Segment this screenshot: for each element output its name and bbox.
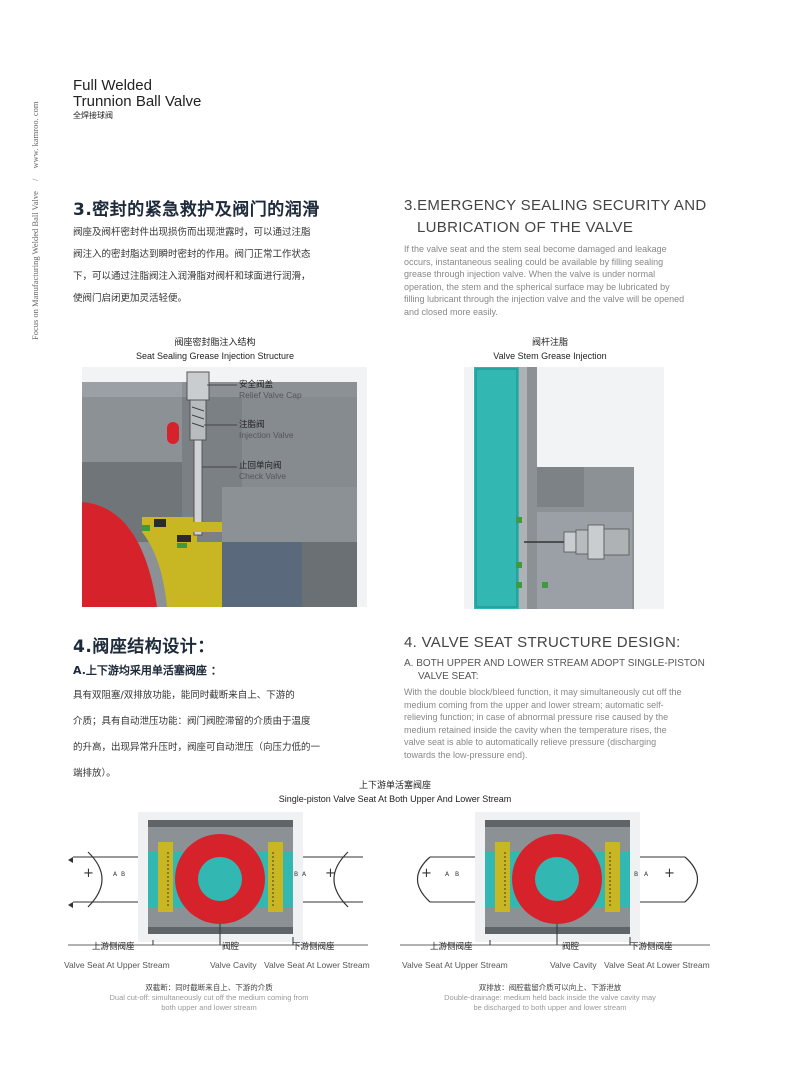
sec3-cn-line: 使阀门启闭更加灵活轻便。 — [73, 293, 188, 304]
label-cavity: 阀腔 — [222, 942, 240, 952]
double-drainage-diagram — [400, 812, 710, 946]
dim-b: B — [634, 871, 639, 878]
sec3-cn-line: 阀座及阀杆密封件出现损伤而出现泄露时，可以通过注脂 — [73, 227, 311, 238]
side-url: www. kamroo. com — [30, 101, 40, 169]
label-lower-seat-en: Valve Seat At Lower Stream — [264, 960, 370, 970]
sec3-cn-title: 3.密封的紧急救护及阀门的润滑 — [73, 200, 320, 220]
sec3-en-line: filling lubricant through the injection … — [404, 294, 685, 304]
label-lower-seat: 下游侧阀座 — [630, 942, 673, 952]
dim-a: A — [302, 871, 307, 878]
sec3-en-line: If the valve seat and the stem seal beco… — [404, 244, 667, 254]
side-tagline: Focus on Manufacturing Welded Ball Valve… — [30, 70, 46, 341]
label-cavity-en: Valve Cavity — [550, 960, 597, 970]
sec4-cn-sub: A.上下游均采用单活塞阀座 ： — [73, 664, 222, 677]
fig1-label-check-valve: 止回单向阀 Check Valve — [239, 461, 287, 481]
side-tagline-text: Focus on Manufacturing Welded Ball Valve — [30, 191, 40, 340]
dim-a: A — [113, 871, 118, 878]
sec3-en-title-2: LUBRICATION OF THE VALVE — [417, 219, 634, 236]
fig1-caption: 阀座密封脂注入结构 Seat Sealing Grease Injection … — [70, 337, 360, 363]
brand-block: Full Welded Trunnion Ball Valve 全焊接球阀 — [73, 78, 201, 121]
sec4-cn-line: 具有双阻塞/双排放功能，能同时截断来自上、下游的 — [73, 690, 295, 701]
brand-line2: Trunnion Ball Valve — [73, 93, 202, 110]
label-cavity: 阀腔 — [562, 942, 580, 952]
fig1-caption-cn: 阀座密封脂注入结构 — [174, 338, 256, 348]
fig1-label-injection-valve: 注脂阀 Injection Valve — [239, 420, 294, 440]
label-upper-seat-en: Valve Seat At Upper Stream — [402, 960, 508, 970]
dim-a: A — [644, 871, 649, 878]
sec4-en-line: medium retained inside the cavity when t… — [404, 724, 667, 735]
sec3-en-title-1: 3.EMERGENCY SEALING SECURITY AND — [404, 197, 707, 214]
sec3-en-line: operation, the stem and the spherical su… — [404, 281, 670, 292]
plus-mark: + — [664, 866, 675, 881]
dim-b: B — [294, 871, 299, 878]
stem-grease-injection-diagram — [464, 367, 664, 609]
dim-a: A — [445, 871, 450, 878]
sec4-en-title: 4. VALVE SEAT STRUCTURE DESIGN: — [404, 634, 681, 651]
side-slash: / — [30, 178, 40, 181]
sec4-en-line: medium coming from the upper and lower s… — [404, 699, 664, 710]
sec3-cn-line: 下，可以通过注脂阀注入润滑脂对阀杆和球面进行润滑， — [73, 271, 311, 282]
seat-grease-injection-diagram — [82, 367, 367, 607]
dim-b: B — [455, 871, 460, 878]
sec4-cn-body: 具有双阻塞/双排放功能，能同时截断来自上、下游的 介质；具有自动泄压功能：阀门阀… — [73, 683, 373, 787]
sec4-cn-line: 的升高，出现异常升压时，阀座可自动泄压（向压力低的一 — [73, 742, 321, 753]
plus-mark: + — [83, 866, 94, 881]
sec4-cn-line: 端排放）。 — [73, 768, 116, 779]
fig2-caption: 阀杆注脂 Valve Stem Grease Injection — [440, 337, 660, 363]
fig3-caption-cn: 上下游单活塞阀座 — [358, 781, 431, 791]
sec3-en-body: If the valve seat and the stem seal beco… — [404, 243, 724, 318]
dual-cutoff-diagram — [68, 812, 368, 946]
fig2-caption-en: Valve Stem Grease Injection — [493, 351, 607, 361]
dim-b: B — [121, 871, 126, 878]
plus-mark: + — [421, 866, 432, 881]
plus-mark: + — [325, 866, 336, 881]
label-lower-seat: 下游侧阀座 — [292, 942, 335, 952]
label-upper-seat: 上游侧阀座 — [430, 942, 473, 952]
fig2-caption-cn: 阀杆注脂 — [531, 338, 568, 348]
fig3-caption-en: Single-piston Valve Seat At Both Upper A… — [278, 794, 512, 804]
sec4-en-line: towards the low-pressure end). — [404, 749, 528, 760]
sec3-en-line: and closed more easily. — [404, 306, 498, 317]
brand-line1: Full Welded — [73, 77, 152, 94]
label-lower-seat-en: Valve Seat At Lower Stream — [604, 960, 710, 970]
label-cavity-en: Valve Cavity — [210, 960, 257, 970]
sec3-cn-line: 阀注入的密封脂达到瞬时密封的作用。阀门正常工作状态 — [73, 249, 311, 260]
sec3-en-title: 3.EMERGENCY SEALING SECURITY AND LUBRICA… — [404, 195, 706, 239]
brand-cn: 全焊接球阀 — [73, 111, 113, 120]
fig1-label-relief-cap: 安全阀盖 Relief Valve Cap — [239, 380, 302, 400]
label-upper-seat: 上游侧阀座 — [92, 942, 135, 952]
sec4-en-line: With the double block/bleed function, it… — [404, 687, 682, 697]
sec4-cn-line: 介质；具有自动泄压功能：阀门阀腔滞留的介质由于温度 — [73, 716, 311, 727]
sec4-cn-title: 4.阀座结构设计： — [73, 637, 215, 657]
fig1-caption-en: Seat Sealing Grease Injection Structure — [135, 351, 295, 361]
sec3-cn-body: 阀座及阀杆密封件出现损伤而出现泄露时，可以通过注脂 阀注入的密封脂达到瞬时密封的… — [73, 222, 373, 310]
sec4-en-sub: A. BOTH UPPER AND LOWER STREAM ADOPT SIN… — [404, 658, 705, 682]
dual-cutoff-note: 双截断：同时截断来自上、下游的介质 Dual cut-off: simultan… — [109, 983, 309, 1012]
sec4-en-body: With the double block/bleed function, it… — [404, 686, 724, 761]
sec4-en-line: valve seat is able to automatically reli… — [404, 737, 657, 747]
sec4-en-line: relieving function; in case of abnormal … — [404, 712, 669, 722]
sec3-en-line: grease through injection valve. When the… — [404, 269, 656, 279]
sec3-en-line: occurs, instantaneous sealing could be a… — [404, 256, 664, 267]
label-upper-seat-en: Valve Seat At Upper Stream — [64, 960, 170, 970]
double-drainage-note: 双排放：阀腔截留介质可以向上、下游泄放 Double-drainage: med… — [444, 983, 656, 1012]
fig3-caption: 上下游单活塞阀座 Single-piston Valve Seat At Bot… — [195, 780, 595, 806]
